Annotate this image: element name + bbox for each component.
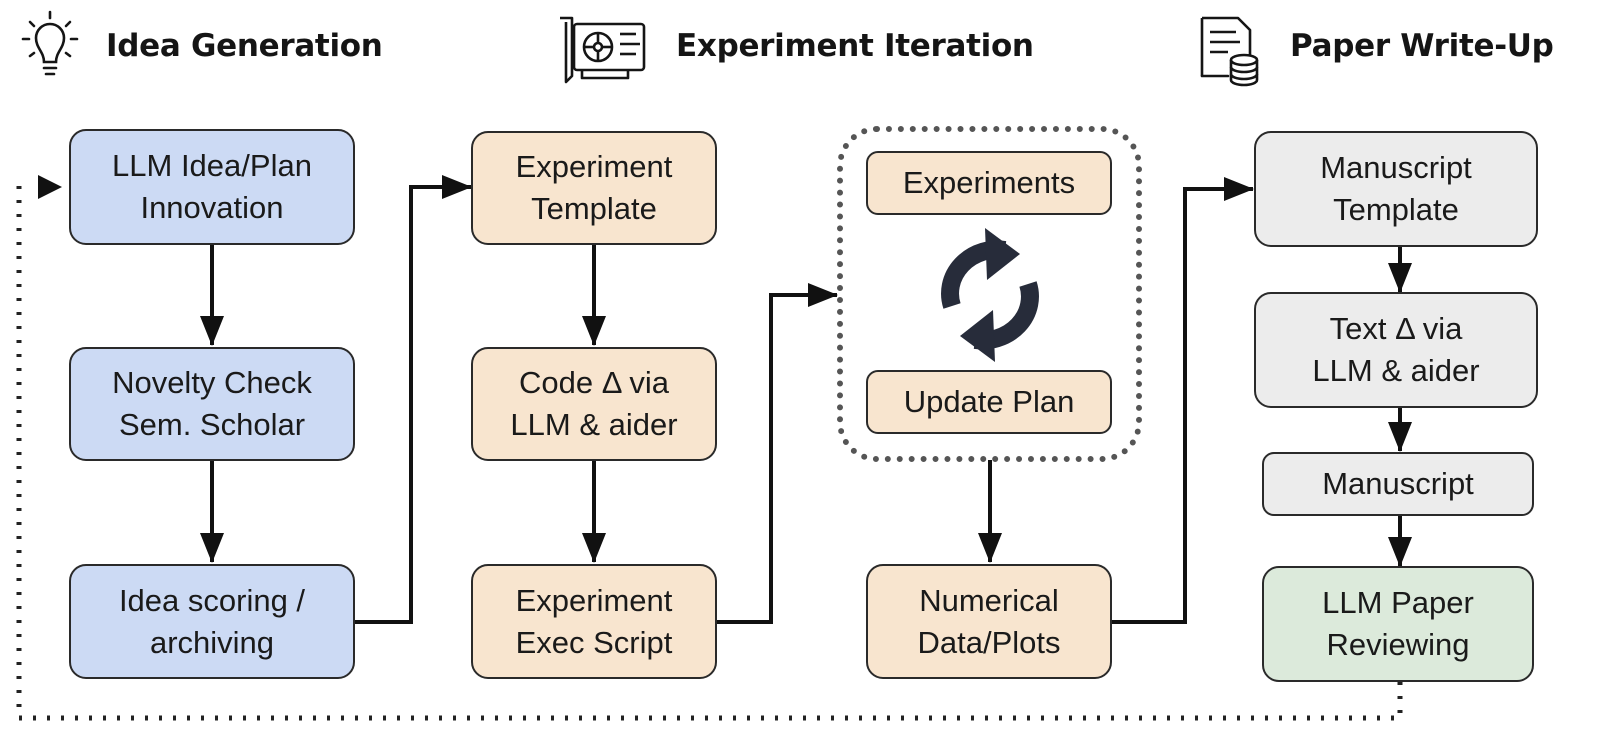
lightbulb-icon (21, 10, 79, 76)
document-database-icon (1200, 16, 1259, 87)
experiment-iteration-heading: Experiment Iteration (676, 28, 1034, 64)
refresh-cycle-icon (941, 228, 1039, 362)
arrow-data-to-manuscript-template (1112, 177, 1254, 624)
code-delta-node: Code Δ via LLM & aider (471, 347, 717, 461)
iteration-loop-container (837, 126, 1142, 462)
idea-scoring-node: Idea scoring / archiving (69, 564, 355, 679)
manuscript-node: Manuscript (1262, 452, 1534, 516)
manuscript-template-node: Manuscript Template (1254, 131, 1538, 247)
gpu-card-icon (560, 16, 646, 84)
idea-generation-heading: Idea Generation (106, 28, 383, 64)
update-plan-node: Update Plan (866, 370, 1112, 434)
text-delta-node: Text Δ via LLM & aider (1254, 292, 1538, 408)
experiment-exec-script-node: Experiment Exec Script (471, 564, 717, 679)
paper-writeup-heading: Paper Write-Up (1290, 28, 1554, 64)
feedback-loop-arrowhead (38, 175, 62, 199)
numerical-data-plots-node: Numerical Data/Plots (866, 564, 1112, 679)
llm-idea-plan-node: LLM Idea/Plan Innovation (69, 129, 355, 245)
experiment-template-node: Experiment Template (471, 131, 717, 245)
experiments-node: Experiments (866, 151, 1112, 215)
arrow-scoring-to-template (355, 175, 472, 624)
arrow-exec-to-loop (717, 283, 838, 624)
novelty-check-node: Novelty Check Sem. Scholar (69, 347, 355, 461)
llm-paper-reviewing-node: LLM Paper Reviewing (1262, 566, 1534, 682)
